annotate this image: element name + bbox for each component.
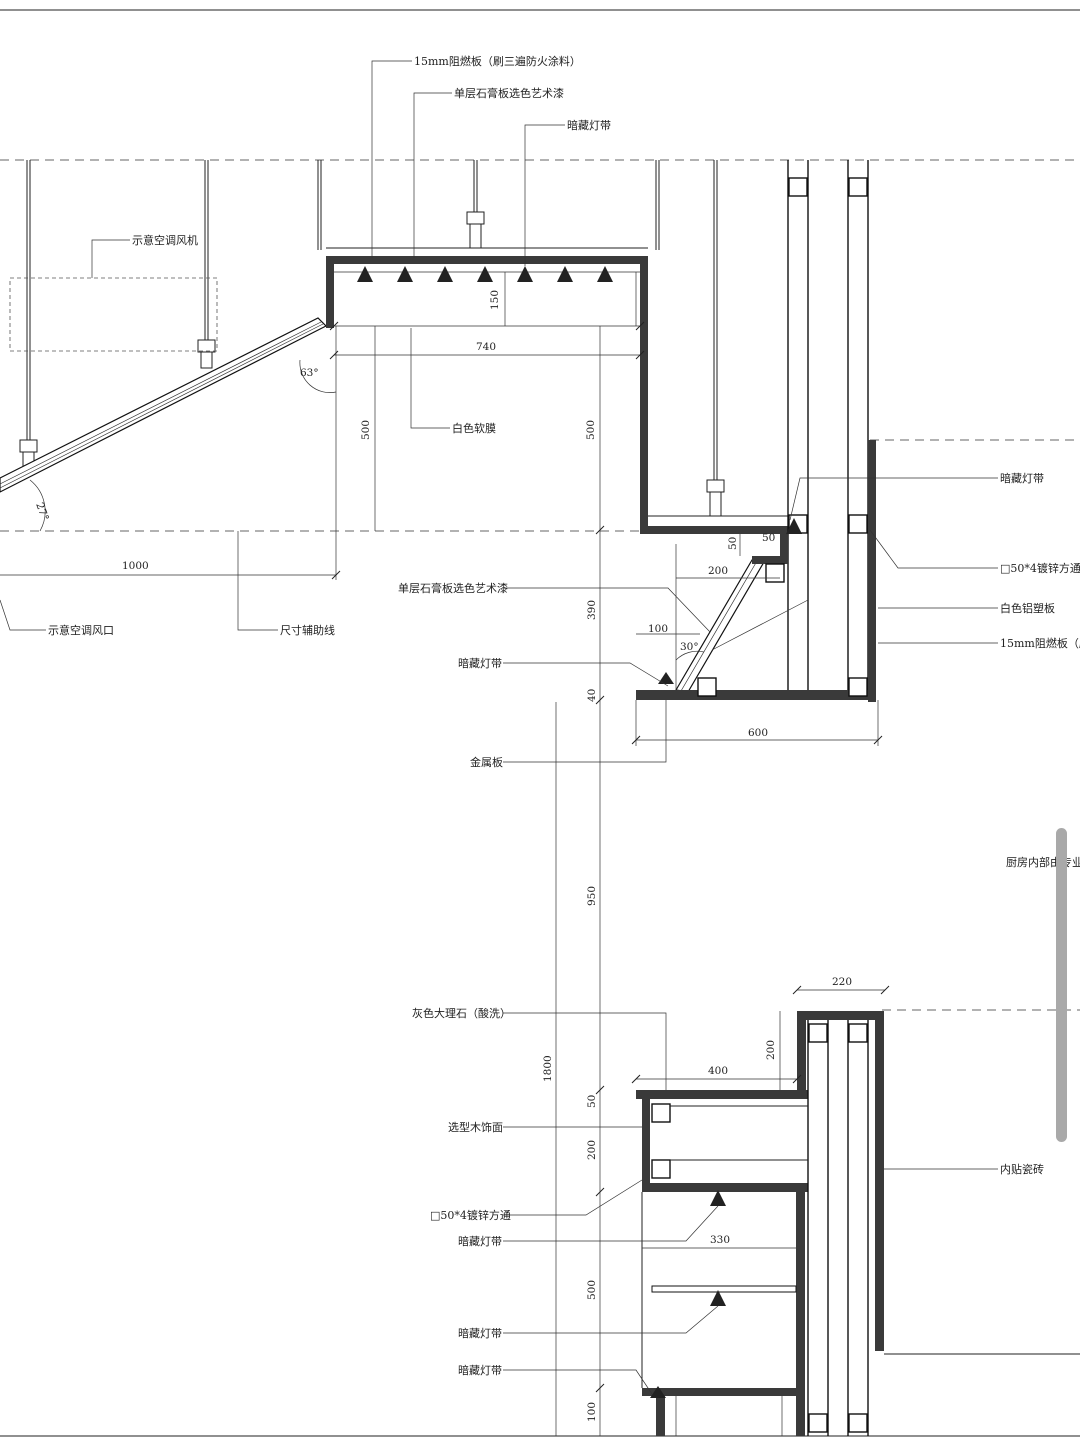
label-tile: 内贴瓷砖 bbox=[1000, 1162, 1044, 1176]
angle-arc-30 bbox=[675, 650, 705, 661]
dim-400: 400 bbox=[708, 1065, 728, 1077]
label-fire-board-top: 15mm阻燃板（刷三遍防火涂料） bbox=[414, 54, 581, 68]
vertical-posts bbox=[787, 160, 876, 702]
angle-arc-27 bbox=[29, 479, 46, 532]
dimension-ticks bbox=[329, 321, 890, 1393]
hanger-rods bbox=[26, 160, 718, 480]
label-fire-board-right: 15mm阻燃板（刷三 bbox=[1000, 636, 1080, 650]
lower-counter bbox=[636, 1011, 1080, 1436]
angle-27: 27° bbox=[33, 501, 51, 523]
label-gypsum-mid: 单层石膏板选色艺术漆 bbox=[398, 581, 508, 595]
dim-50b: 50 bbox=[762, 532, 775, 544]
dim-390: 390 bbox=[586, 600, 598, 620]
angled-soffit bbox=[636, 534, 876, 700]
leader-lines bbox=[0, 60, 998, 1395]
label-white-film: 白色软膜 bbox=[452, 421, 496, 435]
dim-220: 220 bbox=[832, 976, 852, 988]
angle-arc-63 bbox=[299, 359, 337, 393]
label-hidden-light-top: 暗藏灯带 bbox=[567, 118, 611, 132]
label-kitchen-note: 厨房内部由专业公 bbox=[1006, 855, 1080, 869]
annotation-labels: 15mm阻燃板（刷三遍防火涂料） 单层石膏板选色艺术漆 暗藏灯带 示意空调风机 … bbox=[48, 54, 1080, 1377]
dim-50c: 50 bbox=[586, 1095, 598, 1108]
dim-100a: 100 bbox=[648, 623, 668, 635]
angle-texts: 63° 27° 30° bbox=[33, 367, 698, 653]
dim-200b: 200 bbox=[765, 1040, 777, 1060]
dim-1000: 1000 bbox=[122, 560, 149, 572]
label-hidden-light-low1: 暗藏灯带 bbox=[458, 1234, 502, 1248]
label-alu-panel: 白色铝塑板 bbox=[1000, 601, 1055, 615]
dim-740: 740 bbox=[476, 341, 496, 353]
dim-500b: 500 bbox=[585, 420, 597, 440]
dim-200c: 200 bbox=[586, 1140, 598, 1160]
dim-600: 600 bbox=[748, 727, 768, 739]
hidden-light-fixtures-lower bbox=[650, 518, 802, 1398]
label-metal-plate: 金属板 bbox=[470, 755, 503, 769]
label-aux-line: 尺寸辅助线 bbox=[280, 623, 335, 637]
dim-200a: 200 bbox=[708, 565, 728, 577]
label-wood-face: 选型木饰面 bbox=[448, 1120, 503, 1134]
label-ac-outlet: 示意空调风口 bbox=[48, 623, 114, 637]
dim-500a: 500 bbox=[360, 420, 372, 440]
dim-950: 950 bbox=[586, 886, 598, 906]
dim-1800: 1800 bbox=[542, 1055, 554, 1082]
label-hidden-light-low3: 暗藏灯带 bbox=[458, 1363, 502, 1377]
dimension-texts: 150 740 500 500 1000 50 50 200 390 100 4… bbox=[122, 290, 852, 1422]
vertical-scrollbar[interactable] bbox=[1056, 828, 1067, 1142]
label-steel-tube-low: □50*4镀锌方通 bbox=[430, 1208, 511, 1222]
label-steel-tube-right: □50*4镀锌方通 bbox=[1000, 561, 1080, 575]
dim-150: 150 bbox=[489, 290, 501, 310]
dim-100b: 100 bbox=[586, 1402, 598, 1422]
label-hidden-light-mid: 暗藏灯带 bbox=[458, 656, 502, 670]
label-hidden-light-low2: 暗藏灯带 bbox=[458, 1326, 502, 1340]
label-ac-unit: 示意空调风机 bbox=[132, 233, 198, 247]
dim-330: 330 bbox=[710, 1234, 730, 1246]
sloped-ceiling-board bbox=[0, 317, 328, 493]
label-hidden-light-right: 暗藏灯带 bbox=[1000, 471, 1044, 485]
label-marble: 灰色大理石（酸洗） bbox=[412, 1006, 511, 1020]
ac-unit-outline bbox=[9, 277, 218, 352]
dim-40: 40 bbox=[586, 689, 598, 702]
upper-ceiling-box bbox=[326, 247, 788, 534]
hidden-light-fixtures-top bbox=[357, 266, 613, 282]
label-gypsum-top: 单层石膏板选色艺术漆 bbox=[454, 86, 564, 100]
angle-30: 30° bbox=[680, 641, 699, 653]
dimension-lines bbox=[0, 272, 885, 1436]
dim-500c: 500 bbox=[586, 1280, 598, 1300]
angle-63: 63° bbox=[300, 367, 319, 379]
dim-50a: 50 bbox=[727, 537, 739, 550]
